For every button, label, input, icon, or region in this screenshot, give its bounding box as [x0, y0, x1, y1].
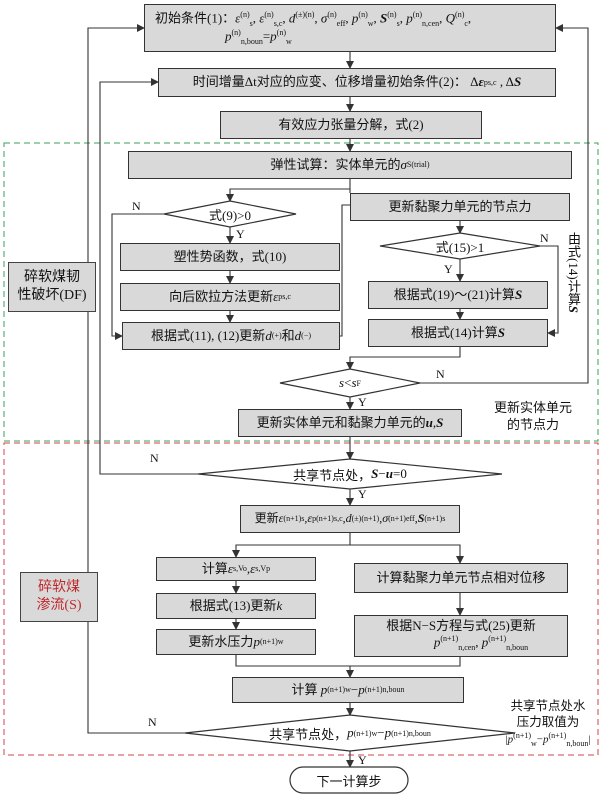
section-df: 碎软煤韧 性破坏(DF) [8, 262, 96, 312]
arrow-split-right [350, 544, 464, 564]
arrow-sharedp-no [87, 24, 185, 734]
arrow-trial-eq9 [226, 179, 351, 202]
box-ns-update: 根据N−S方程与式(25)更新 p(n+1)n,cen, p(n+1)n,bou… [354, 615, 568, 657]
terminal-next-step: 下一计算步 [316, 773, 382, 789]
diamond-sF-shape [279, 368, 421, 398]
label-p-n: N [148, 715, 157, 729]
note-update-solid-force: 更新实体单元 的节点力 [493, 400, 572, 432]
arrow-pw-diff [235, 655, 354, 678]
section-s: 碎软煤 渗流(S) [20, 572, 98, 622]
init1-label: 初始条件(1)： [155, 10, 236, 26]
diamond-eq15: 式(15)>1 [435, 239, 485, 255]
label-eq15-n: N [540, 231, 549, 245]
label-p-y: Y [358, 753, 367, 767]
note-shared-water: 共享节点处水 压力取值为 |p(n+1)w−p(n+1)n,boun| [505, 699, 591, 748]
diamond-eq9-shape [163, 200, 297, 228]
label-sF-n: N [436, 367, 445, 381]
diamond-shared-su-shape [197, 458, 503, 490]
arrow-calc14-sF [346, 347, 461, 370]
init2-label: 时间增量Δt对应的应变、位移增量初始条件(2)： [192, 74, 467, 90]
box-calc-diff: 计算 p(n+1)w−p(n+1)n,boun [232, 677, 464, 703]
label-eq9-n: N [132, 199, 141, 213]
label-eq15-y: Y [444, 262, 453, 276]
label-sF-y: Y [358, 395, 367, 409]
df-section-frame [3, 142, 599, 442]
arrow-ns-diff [350, 657, 461, 667]
diamond-shared-p-shape [184, 714, 516, 752]
label-vertical-calc14: 由式(14)计算S [566, 232, 581, 313]
diamond-eq9: 式(9)>0 [209, 207, 251, 223]
label-su-n: N [150, 451, 159, 465]
arrow-eq15-no [540, 245, 559, 337]
diamond-shared-p: 共享节点处，p(n+1)w−p(n+1)n,boun [269, 725, 431, 742]
arrow-shared-no [99, 78, 198, 475]
box-stress-decomposition: 有效应力张量分解，式(2) [220, 111, 482, 139]
diamond-eq15-shape [379, 232, 541, 260]
arrow-sF-no [420, 24, 589, 384]
arrow-updated-merge [340, 204, 350, 337]
box-plastic-potential: 塑性势函数，式(10) [120, 243, 340, 271]
arrow-eq9-no [111, 213, 164, 340]
init1-eq: = [262, 28, 271, 44]
label-su-y: Y [358, 487, 367, 501]
box-calc-rel-disp: 计算黏聚力单元节点相对位移 [354, 563, 568, 593]
s-section-frame [3, 442, 599, 756]
arrow-split-left [232, 533, 351, 558]
diamond-shared-su: 共享节点处，S−u=0 [293, 466, 407, 483]
next-step-shape [289, 766, 409, 794]
label-eq9-y: Y [236, 227, 245, 241]
box-initial-condition-1: 初始条件(1)：ε(n)s, ε(n)s,c, d(±)(n), σ(n)eff… [144, 4, 556, 52]
box-update-cohesive-force: 更新黏聚力单元的节点力 [350, 193, 570, 221]
